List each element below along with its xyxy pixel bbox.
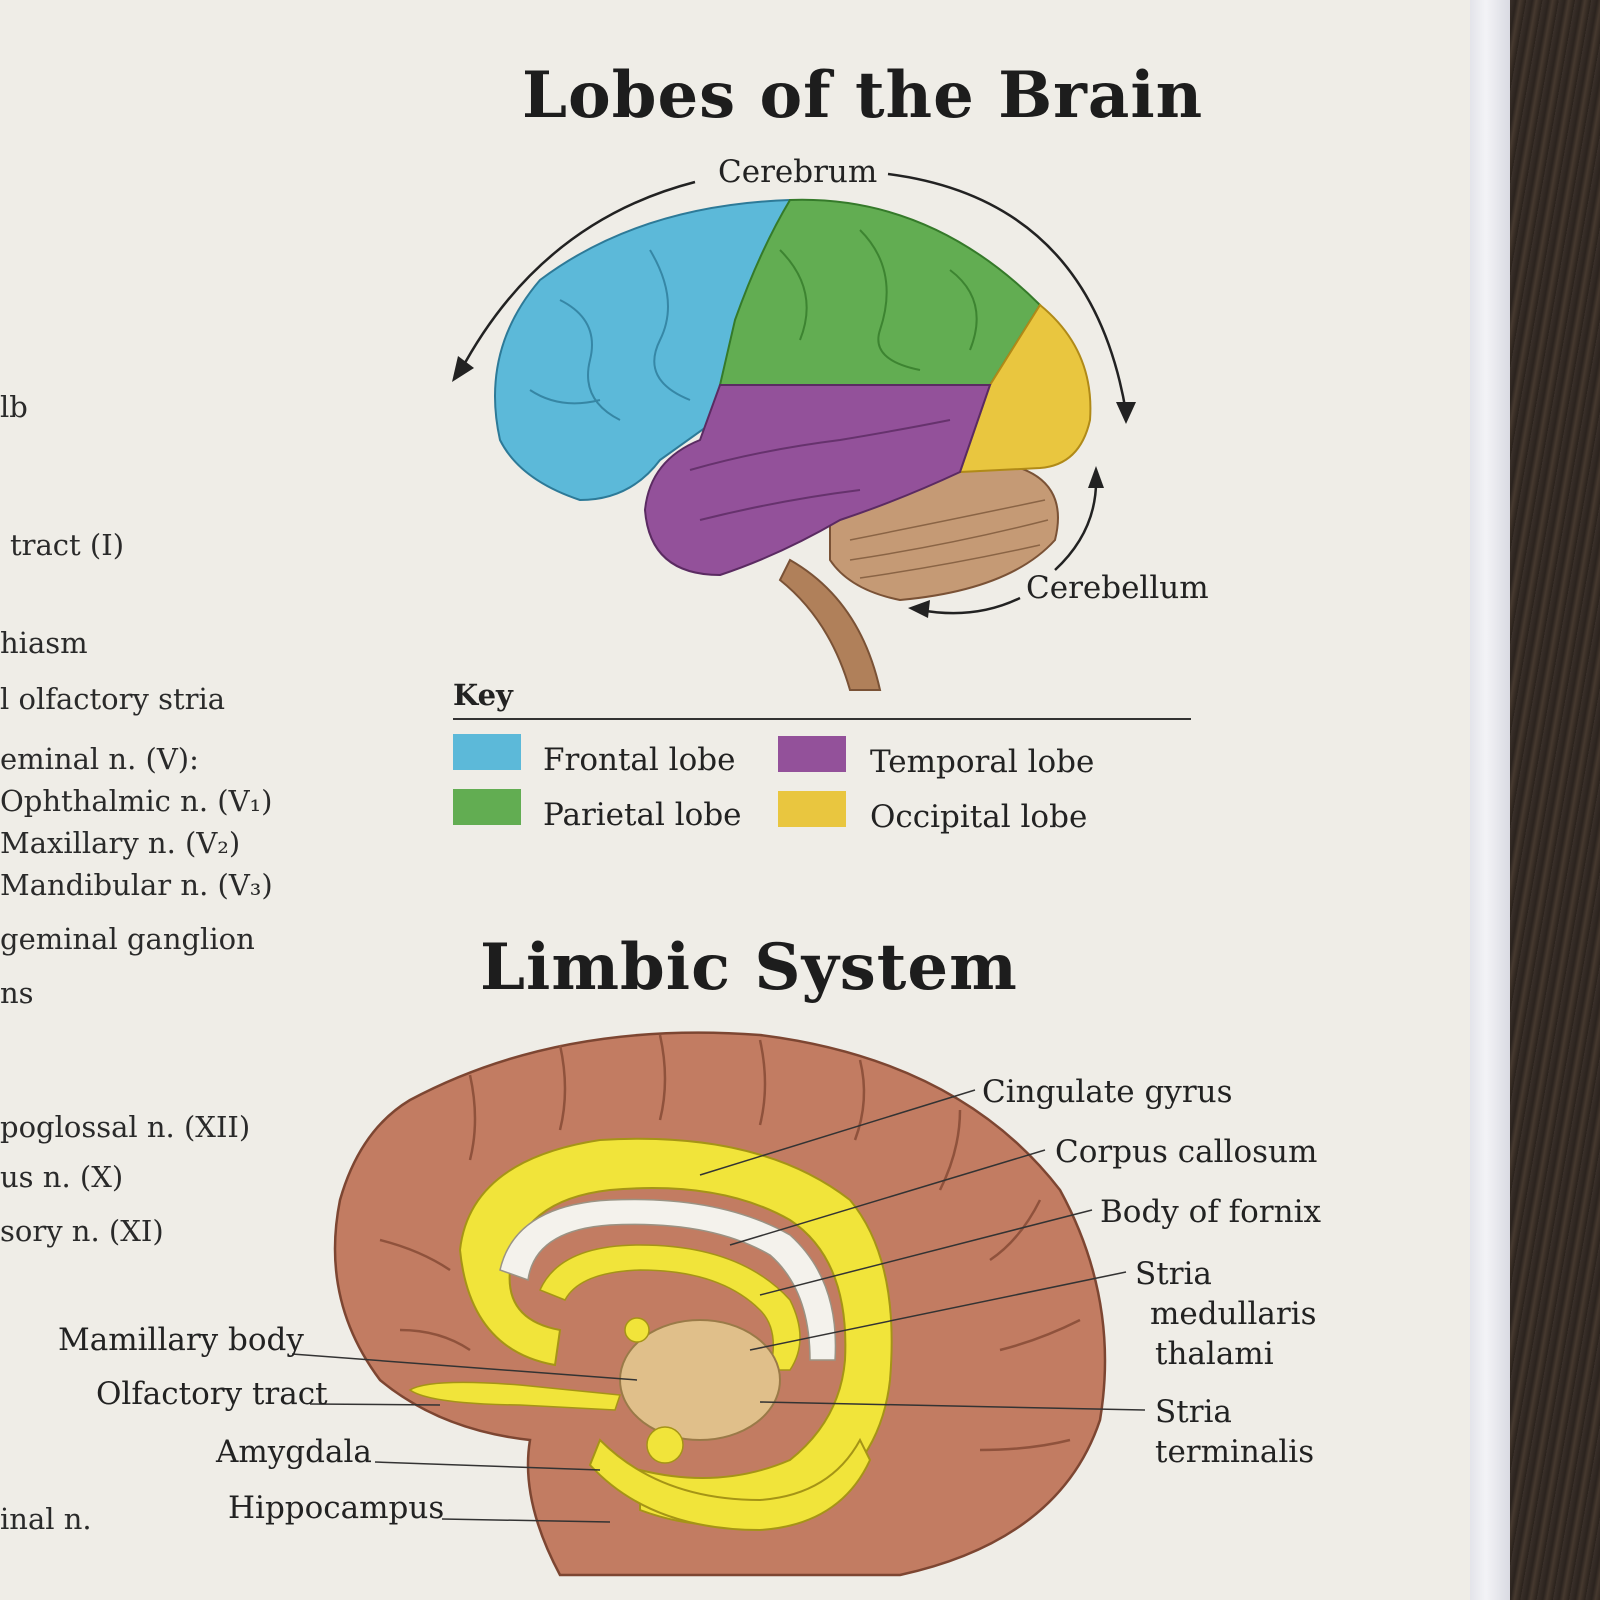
cerebrum-arrow-left xyxy=(458,180,696,373)
limbic-title: Limbic System xyxy=(480,930,1018,1005)
key-swatch-occipital xyxy=(778,791,846,827)
left-text-mandibular-nerve: Mandibular n. (V₃) xyxy=(0,868,273,902)
label-mamillary-body: Mamillary body xyxy=(58,1322,304,1358)
cerebellum-arrowhead-left xyxy=(908,600,930,618)
lobes-title: Lobes of the Brain xyxy=(522,58,1204,133)
left-text-hypoglossal-nerve: poglossal n. (XII) xyxy=(0,1110,251,1144)
key-divider xyxy=(453,718,1191,720)
leader-amygdala xyxy=(374,1461,601,1471)
key-label-temporal: Temporal lobe xyxy=(870,744,1095,780)
hippocampus xyxy=(588,1437,872,1532)
leader-olfactory-tract xyxy=(309,1403,441,1406)
wood-background xyxy=(1510,0,1600,1600)
left-text-spinal-nerve: inal n. xyxy=(0,1502,92,1536)
left-text-pons: ns xyxy=(0,976,34,1010)
label-stria-medullaris-line3: thalami xyxy=(1155,1336,1274,1372)
leader-body-of-fornix xyxy=(759,1209,1093,1296)
cerebellum-label: Cerebellum xyxy=(1026,570,1209,606)
label-stria-medullaris-line2: medullaris xyxy=(1150,1296,1317,1332)
left-text-olfactory-stria: l olfactory stria xyxy=(0,682,226,716)
key-swatch-parietal xyxy=(453,789,521,825)
corpus-callosum xyxy=(499,1198,837,1361)
leader-cingulate-gyrus xyxy=(699,1089,976,1176)
olfactory-tract xyxy=(408,1381,622,1411)
label-stria-terminalis-line1: Stria xyxy=(1155,1394,1232,1430)
cerebrum-label: Cerebrum xyxy=(718,154,878,190)
key-title: Key xyxy=(453,678,513,712)
label-stria-medullaris-line1: Stria xyxy=(1135,1256,1212,1292)
cerebrum-arrowhead-left xyxy=(452,356,474,382)
leader-mamillary-body xyxy=(291,1353,638,1381)
left-text-olfactory-bulb: lb xyxy=(0,390,28,424)
left-text-accessory-nerve: sory n. (XI) xyxy=(0,1214,164,1248)
key-swatch-frontal xyxy=(453,734,521,770)
leader-corpus-callosum xyxy=(729,1149,1046,1246)
left-text-trigeminal-ganglion: geminal ganglion xyxy=(0,922,255,956)
label-corpus-callosum: Corpus callosum xyxy=(1055,1134,1318,1170)
cerebellum-arrowhead-up xyxy=(1088,466,1104,488)
left-text-maxillary-nerve: Maxillary n. (V₂) xyxy=(0,826,241,860)
leader-stria-medullaris xyxy=(749,1271,1127,1351)
amygdala xyxy=(646,1426,684,1464)
leader-hippocampus xyxy=(441,1518,611,1523)
cerebrum-arrow-right xyxy=(887,172,1128,413)
label-cingulate-gyrus: Cingulate gyrus xyxy=(982,1074,1233,1110)
label-body-of-fornix: Body of fornix xyxy=(1100,1194,1321,1230)
left-text-olfactory-tract: tract (I) xyxy=(10,528,125,562)
label-olfactory-tract: Olfactory tract xyxy=(96,1376,328,1412)
left-text-ophthalmic-nerve: Ophthalmic n. (V₁) xyxy=(0,784,273,818)
key-label-parietal: Parietal lobe xyxy=(543,797,742,833)
key-label-occipital: Occipital lobe xyxy=(870,799,1088,835)
left-text-trigeminal-nerve: eminal n. (V): xyxy=(0,742,199,776)
mamillary-body xyxy=(624,1317,650,1343)
left-text-optic-chiasm: hiasm xyxy=(0,626,88,660)
label-stria-terminalis-line2: terminalis xyxy=(1155,1434,1315,1470)
left-text-vagus-nerve: us n. (X) xyxy=(0,1160,124,1194)
label-amygdala: Amygdala xyxy=(216,1434,372,1470)
cerebellum-arrow-left xyxy=(919,596,1021,615)
key-swatch-temporal xyxy=(778,736,846,772)
fornix xyxy=(538,1244,801,1371)
label-hippocampus: Hippocampus xyxy=(228,1490,445,1526)
cerebrum-arrowhead-right xyxy=(1116,402,1136,424)
leader-stria-terminalis xyxy=(759,1401,1146,1411)
poster-laminate-edge xyxy=(1470,0,1510,1600)
thalamus xyxy=(619,1319,781,1441)
key-label-frontal: Frontal lobe xyxy=(543,742,736,778)
brain-stem xyxy=(778,558,882,691)
occipital-lobe xyxy=(958,303,1092,474)
temporal-lobe xyxy=(643,384,992,577)
